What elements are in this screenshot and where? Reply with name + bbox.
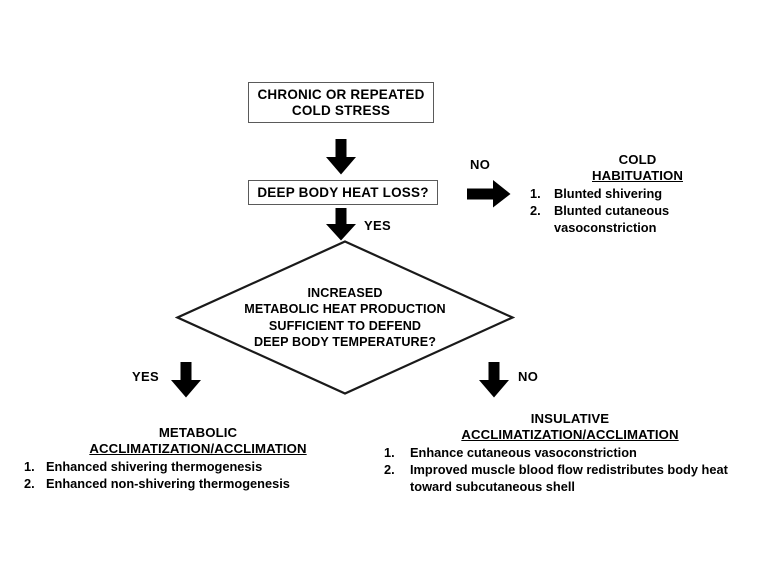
insulative-heading-line-1: INSULATIVE [530,411,610,426]
list-item-text: Improved muscle blood flow redistributes… [410,462,728,494]
decision-diamond-metabolic-heat-production: INCREASED METABOLIC HEAT PRODUCTION SUFF… [175,239,515,396]
list-item-text: Blunted cutaneous vasoconstriction [554,203,670,235]
outcome-cold-habituation: COLD HABITUATION 1. Blunted shivering 2.… [530,152,745,237]
metabolic-heading-line-2: ACCLIMATIZATION/ACCLIMATION [89,440,307,456]
metabolic-acclimatization-heading: METABOLIC ACCLIMATIZATION/ACCLIMATION [24,425,372,457]
arrow-right-to-cold-habituation [467,180,511,208]
list-item: 1. Enhance cutaneous vasoconstriction [384,445,756,462]
cold-habituation-heading-line-2: HABITUATION [592,167,683,183]
diamond-line-4: DEEP BODY TEMPERATURE? [253,334,437,349]
list-item-number: 2. [384,462,395,478]
list-item-text: Enhanced non-shivering thermogenesis [46,476,290,492]
diamond-line-1: INCREASED [307,286,383,301]
list-item-number: 2. [530,203,541,219]
process-box-chronic-cold-stress: CHRONIC OR REPEATED COLD STRESS [248,82,434,123]
outcome-insulative-acclimatization: INSULATIVE ACCLIMATIZATION/ACCLIMATION 1… [384,411,756,496]
list-item: 2. Blunted cutaneous vasoconstriction [530,203,745,236]
diamond-line-3: SUFFICIENT TO DEFEND [268,318,422,333]
chronic-box-line-1: CHRONIC OR REPEATED [257,86,425,102]
arrow-down-to-metabolic-heat-decision [325,208,357,241]
diamond-shape [175,240,515,395]
diamond-text-block: INCREASED METABOLIC HEAT PRODUCTION SUFF… [175,239,515,396]
deep-body-heat-loss-label: DEEP BODY HEAT LOSS? [257,184,429,200]
list-item: 1. Blunted shivering [530,186,745,203]
list-item-number: 1. [24,458,35,474]
list-item-number: 2. [24,476,35,492]
outcome-metabolic-acclimatization: METABOLIC ACCLIMATIZATION/ACCLIMATION 1.… [24,425,372,493]
cold-habituation-list: 1. Blunted shivering 2. Blunted cutaneou… [530,186,745,237]
chronic-box-line-2: COLD STRESS [291,102,391,118]
list-item-number: 1. [384,444,395,460]
list-item-number: 1. [530,185,541,201]
list-item: 2. Improved muscle blood flow redistribu… [384,462,756,495]
list-item-text: Blunted shivering [554,185,663,201]
decision-box-deep-body-heat-loss: DEEP BODY HEAT LOSS? [248,180,438,205]
arrow-down-to-deep-body-heat-loss [325,139,357,175]
list-item-text: Enhanced shivering thermogenesis [46,458,263,474]
insulative-acclimatization-list: 1. Enhance cutaneous vasoconstriction 2.… [384,445,756,496]
insulative-heading-line-2: ACCLIMATIZATION/ACCLIMATION [461,426,679,442]
cold-habituation-heading-line-1: COLD [618,152,657,167]
branch-label-no-deep-body-heat-loss: NO [470,157,491,172]
list-item: 1. Enhanced shivering thermogenesis [24,459,372,476]
metabolic-acclimatization-list: 1. Enhanced shivering thermogenesis 2. E… [24,459,372,493]
branch-label-yes-metabolic-heat: YES [132,369,159,384]
arrow-down-to-insulative-acclimatization [478,362,510,398]
cold-habituation-heading: COLD HABITUATION [530,152,745,184]
metabolic-heading-line-1: METABOLIC [158,425,238,440]
list-item-text: Enhance cutaneous vasoconstriction [410,444,637,460]
arrow-down-to-metabolic-acclimatization [170,362,202,398]
list-item: 2. Enhanced non-shivering thermogenesis [24,476,372,493]
insulative-acclimatization-heading: INSULATIVE ACCLIMATIZATION/ACCLIMATION [384,411,756,443]
branch-label-yes-deep-body-heat-loss: YES [364,218,391,233]
branch-label-no-metabolic-heat: NO [518,369,539,384]
diamond-line-2: METABOLIC HEAT PRODUCTION [244,302,446,317]
